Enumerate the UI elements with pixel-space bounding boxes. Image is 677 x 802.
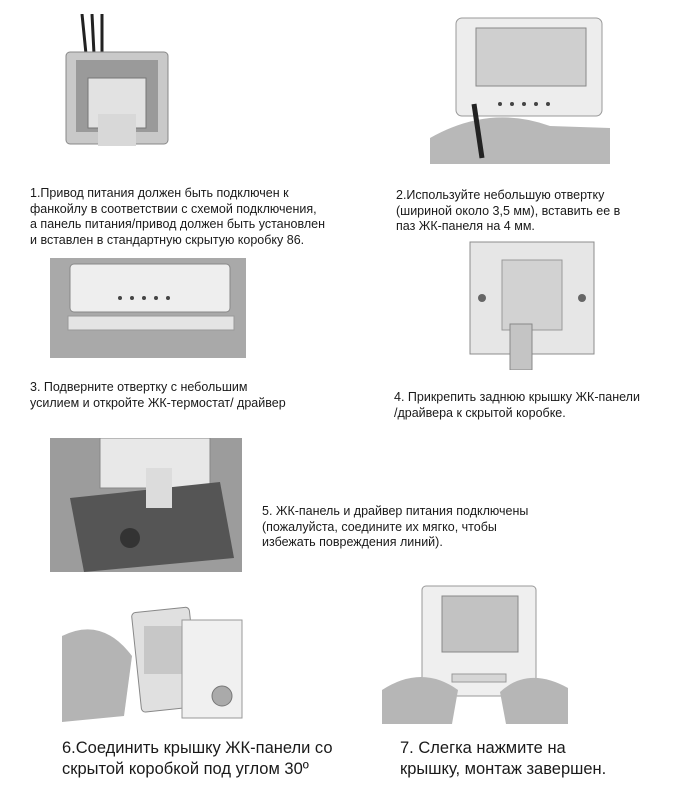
- step6-caption: 6.Соединить крышку ЖК-панели со скрытой …: [62, 739, 333, 778]
- step7-caption: 7. Слегка нажмите на крышку, монтаж заве…: [400, 739, 607, 778]
- step6-photo: [62, 596, 246, 722]
- step4-photo: [466, 238, 598, 370]
- step4-caption: 4. Прикрепить заднюю крышку ЖК-панели /д…: [394, 390, 640, 420]
- step7-photo: [382, 580, 568, 724]
- step1-caption: 1.Привод питания должен быть подключен к…: [30, 186, 325, 247]
- step5-caption: 5. ЖК-панель и драйвер питания подключен…: [262, 504, 529, 549]
- step2-caption: 2.Используйте небольшую отвертку (ширино…: [396, 188, 621, 233]
- step2-photo: [430, 8, 610, 164]
- step3-caption: 3. Подверните отвертку с небольшим усили…: [30, 380, 286, 410]
- step1-photo: [62, 14, 172, 146]
- step3-photo: [50, 258, 246, 358]
- step5-photo: [50, 438, 242, 572]
